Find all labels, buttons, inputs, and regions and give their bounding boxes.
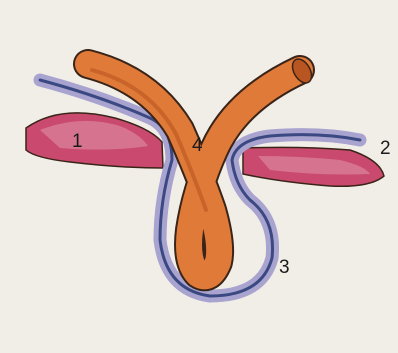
label-3: 3 — [279, 258, 290, 277]
label-2: 2 — [380, 139, 391, 158]
label-1: 1 — [72, 132, 83, 151]
label-4: 4 — [192, 136, 203, 155]
